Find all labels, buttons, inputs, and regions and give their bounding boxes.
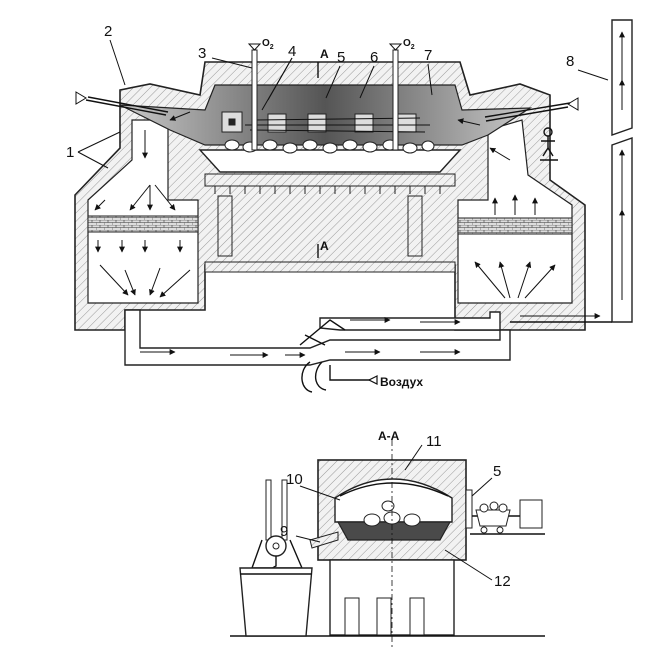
charging-machine (470, 499, 545, 535)
cross-section-bath (336, 521, 452, 541)
cross-section-vault (334, 478, 453, 523)
left-regenerator-chamber (87, 119, 199, 304)
label-10: 10 (286, 471, 303, 488)
label-5-cross: 5 (493, 463, 501, 480)
section-mark-bottom: A (320, 239, 329, 253)
section-mark-top: A (320, 47, 329, 61)
tapping-chute (309, 531, 339, 549)
hearth-slab (204, 173, 456, 187)
ladle-crane (239, 479, 313, 637)
oxygen-label-left: O2 (262, 38, 274, 51)
right-checker-brick (457, 217, 573, 235)
charging-door (465, 489, 473, 529)
flow-arrows (94, 111, 556, 299)
chimney (510, 19, 633, 323)
cross-charge-lumps (363, 500, 421, 527)
air-arrow-icon (367, 375, 378, 385)
label-9: 9 (280, 523, 288, 540)
bottom-flue-right (319, 311, 501, 331)
right-support-column (407, 195, 423, 257)
oxygen-lance-right (388, 43, 403, 151)
label-11: 11 (426, 433, 442, 450)
substructure-openings (344, 597, 425, 636)
label-3: 3 (198, 45, 206, 62)
leader-lines-bottom (295, 444, 493, 581)
label-4: 4 (288, 43, 296, 60)
air-label: Воздух (380, 375, 423, 389)
bottom-labels: A-A 11 10 9 5 12 (280, 429, 511, 590)
flue-arrows (140, 317, 461, 358)
section-title: A-A (378, 429, 400, 443)
label-7: 7 (424, 47, 432, 64)
hearth-columns-row (210, 185, 450, 194)
label-12: 12 (494, 573, 511, 590)
base-floor (204, 261, 456, 273)
ladle (239, 567, 313, 637)
left-support-column (217, 195, 233, 257)
worker-figure-icon (540, 127, 558, 161)
reversing-valve (299, 319, 346, 393)
label-8: 8 (566, 53, 574, 70)
fuel-nozzle-left (75, 91, 169, 116)
top-labels: 2 1 3 4 5 6 7 8 A A O2 O2 Воздух (66, 23, 609, 389)
furnace-cross-section (230, 440, 545, 650)
leader-lines-top (77, 39, 609, 169)
fuel-nozzle-right (484, 97, 579, 122)
oxygen-label-right: O2 (403, 38, 415, 51)
left-checker-brick (87, 215, 199, 233)
oxygen-lance-left (247, 43, 262, 151)
label-1: 1 (66, 144, 74, 161)
charge-lumps (224, 139, 435, 154)
label-2: 2 (104, 23, 112, 40)
air-supply-line (329, 365, 370, 381)
furnace-longitudinal-section (74, 19, 633, 393)
label-5: 5 (337, 49, 345, 66)
cross-roof-arch (339, 482, 449, 497)
label-6: 6 (370, 49, 378, 66)
